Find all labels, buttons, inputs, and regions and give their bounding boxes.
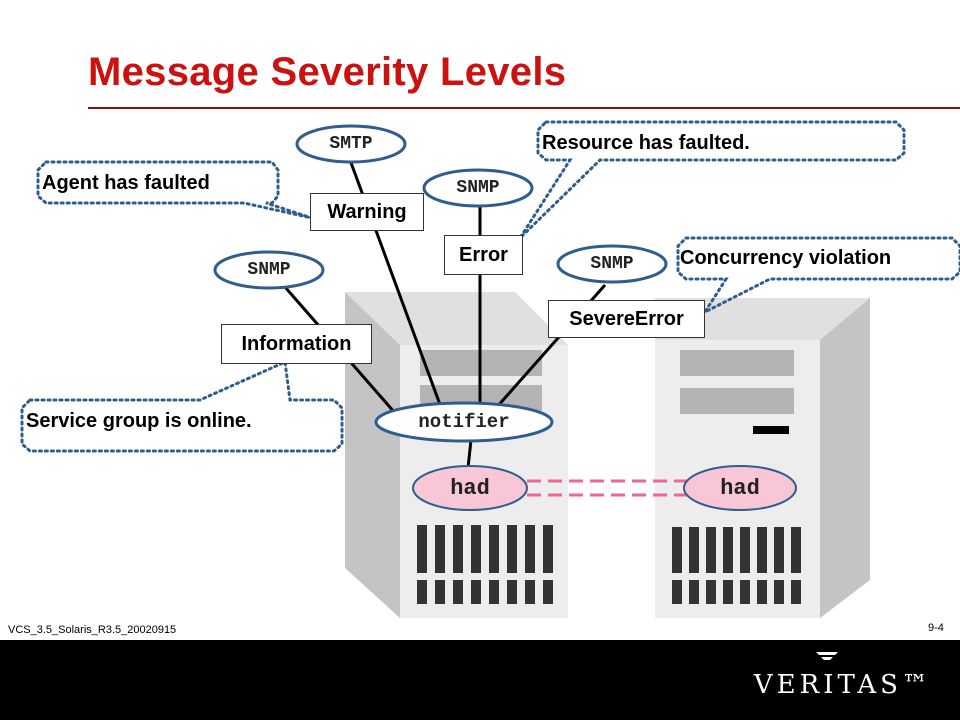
snmp-info-oval <box>213 250 325 290</box>
snmp-severe-label: SNMP <box>590 254 634 274</box>
ovals <box>213 124 797 511</box>
resource-faulted-text: Resource has faulted. <box>542 132 750 154</box>
snmp-info-label: SNMP <box>247 260 291 280</box>
footer-course-id: VCS_3.5_Solaris_R3.5_20020915 <box>8 624 177 636</box>
diagram-graphics <box>20 120 960 618</box>
server-left <box>345 292 568 618</box>
slide-title: Message Severity Levels <box>88 50 567 94</box>
callout-bubbles <box>20 120 960 453</box>
service-group-text: Service group is online. <box>26 410 252 432</box>
notifier-had-link <box>466 439 473 469</box>
had-left-oval <box>412 465 528 511</box>
service-group-bubble <box>20 359 344 453</box>
had-left-label: had <box>450 475 490 501</box>
server-right <box>655 298 870 618</box>
snmp-error-oval <box>422 168 534 208</box>
error-box: Error <box>444 235 523 275</box>
notifier-oval <box>374 401 554 443</box>
concurrency-text: Concurrency violation <box>680 247 892 269</box>
severe-error-box: SevereError <box>548 300 705 338</box>
concurrency-bubble <box>676 236 960 316</box>
logo-text: VERITAS™ <box>753 670 932 700</box>
logo-mark-icon <box>815 652 838 660</box>
snmp-severe-oval <box>556 244 668 284</box>
information-box: Information <box>221 324 372 364</box>
page-number: 9-4 <box>928 622 944 634</box>
notifier-label: notifier <box>418 411 510 433</box>
title-rule <box>88 107 960 109</box>
snmp-error-label: SNMP <box>456 178 500 198</box>
smtp-label: SMTP <box>329 134 373 154</box>
smtp-oval <box>295 124 407 164</box>
warning-box: Warning <box>310 193 424 231</box>
agent-faulted-bubble <box>36 160 313 220</box>
veritas-logo: VERITAS™ <box>753 652 932 700</box>
resource-faulted-bubble <box>518 120 906 240</box>
had-right-oval <box>683 465 797 511</box>
footer-bar: VERITAS™ <box>0 640 960 720</box>
had-right-label: had <box>720 475 760 501</box>
agent-faulted-text: Agent has faulted <box>42 172 210 194</box>
had-cluster-link <box>527 479 690 497</box>
